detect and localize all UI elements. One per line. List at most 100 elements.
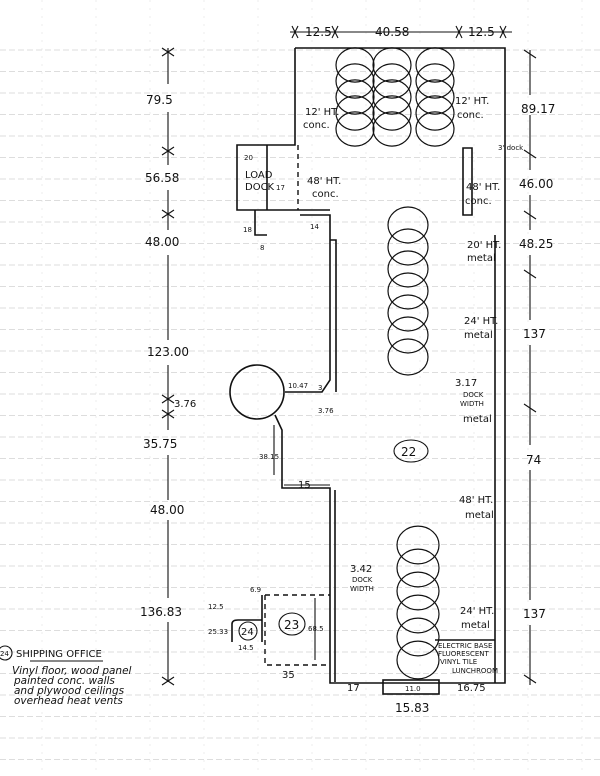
shipping-office-title: SHIPPING OFFICE	[16, 649, 102, 660]
conn-dim-b: 3	[318, 384, 322, 392]
load-dock-gap: 17	[276, 184, 285, 192]
label-metal48-1: 48' HT.	[459, 495, 493, 506]
tree-icon	[387, 316, 429, 354]
tree-icon	[387, 294, 429, 332]
label-metal24-1: 24' HT.	[464, 316, 498, 327]
tree-icon	[396, 525, 440, 565]
left-dim-5: 3.76	[174, 399, 196, 410]
tree-icon	[335, 95, 375, 131]
tree-icon	[415, 95, 455, 131]
tree-icon	[396, 617, 440, 657]
room-23-depth: 68.5	[308, 625, 324, 633]
tree-icon	[396, 571, 440, 611]
label-dock342-2: DOCK	[352, 576, 373, 584]
top-dimension: 12.5 40.58 12.5	[290, 25, 512, 39]
shipping-office-note-2: painted conc. walls	[13, 675, 115, 687]
left-dim-3: 48.00	[145, 235, 179, 249]
room-23-top: 6.9	[250, 586, 261, 594]
bottom-dim-left: 17	[347, 683, 360, 694]
top-dim-middle: 40.58	[375, 25, 409, 39]
label-mid-right-1: 48' HT.	[466, 182, 500, 193]
right-dim-137a: 137	[523, 327, 546, 341]
load-dock-offset: 14	[310, 223, 319, 231]
label-metal20-2: metal	[467, 253, 496, 264]
top-dim-left: 12.5	[305, 25, 332, 39]
tree-icon	[387, 206, 429, 244]
bottom-dimensions: 17 11.0 16.75 15.83	[347, 679, 486, 715]
right-dim-46: 46.00	[519, 177, 553, 191]
right-dim-89: 89.17	[521, 102, 555, 116]
tree-icon	[396, 640, 440, 680]
load-dock: 20 LOAD DOCK 17 18 8 14	[243, 154, 319, 252]
left-dim-7: 48.00	[150, 503, 184, 517]
right-dim-dock: 3' dock	[498, 144, 524, 152]
label-mid-left-1: 48' HT.	[307, 176, 341, 187]
load-dock-label-2: DOCK	[245, 182, 275, 193]
load-dock-stub: 8	[260, 244, 264, 252]
tree-icon	[335, 47, 375, 83]
room-24-number: 24	[241, 627, 254, 638]
load-dock-label-1: LOAD	[245, 170, 273, 181]
tree-icon	[387, 272, 429, 310]
conn-dim-d: 38.15	[259, 453, 279, 461]
tree-icon	[387, 250, 429, 288]
label-top-right-1: 12' HT.	[455, 96, 489, 107]
rooms: 22 23 68.5 6.9 35 24 12.5 25.33 14.5	[208, 439, 429, 681]
tree-icon	[396, 594, 440, 634]
right-dim-137b: 137	[523, 607, 546, 621]
label-metal24b-1: 24' HT.	[460, 606, 494, 617]
tree-icon	[372, 111, 412, 147]
lunchroom-note-2: FLUORESCENT	[438, 650, 489, 658]
load-dock-depth: 18	[243, 226, 252, 234]
tree-icon	[415, 47, 455, 83]
tree-icon	[387, 228, 429, 266]
right-dim-48: 48.25	[519, 237, 553, 251]
lunchroom-note-1: ELECTRIC BASE	[438, 642, 492, 650]
tree-clusters	[335, 47, 455, 680]
room-23-number: 23	[284, 618, 299, 632]
left-dimension-chain: 79.5 56.58 48.00 123.00 3.76 35.75 48.00…	[140, 47, 196, 686]
label-mid-right-2: conc.	[465, 196, 492, 207]
label-dock317-1: 3.17	[455, 378, 477, 389]
left-dim-8: 136.83	[140, 605, 182, 619]
tree-icon	[372, 63, 412, 99]
tree-icon	[335, 111, 375, 147]
tree-icon	[396, 548, 440, 588]
label-top-left-2: conc.	[303, 120, 330, 131]
conn-dim-c: 3.76	[318, 407, 334, 415]
shipping-office-note: 24 SHIPPING OFFICE Vinyl floor, wood pan…	[0, 645, 132, 707]
right-dimension-chain: 89.17 3' dock 46.00 48.25 137 74 137	[498, 49, 555, 685]
lunchroom-label: LUNCHROOM	[452, 667, 498, 675]
label-metal24-2: metal	[464, 330, 493, 341]
lunchroom-note-3: VINYL TILE	[440, 658, 477, 666]
label-dock342-1: 3.42	[350, 564, 372, 575]
tree-icon	[415, 63, 455, 99]
bottom-dim-total: 15.83	[395, 701, 429, 715]
conn-dim-a: 10.47	[288, 382, 308, 390]
conn-dim-e: 15	[298, 480, 311, 491]
label-metal20-1: 20' HT.	[467, 240, 501, 251]
tree-icon	[335, 63, 375, 99]
right-dim-74: 74	[526, 453, 541, 467]
label-top-right-2: conc.	[457, 110, 484, 121]
label-metal48-2: metal	[465, 510, 494, 521]
tree-icon	[415, 79, 455, 115]
tree-icon	[372, 47, 412, 83]
room-23-width: 35	[282, 670, 295, 681]
shipping-office-note-3: and plywood ceilings	[14, 685, 125, 697]
left-dim-2: 56.58	[145, 171, 179, 185]
room-22-number: 22	[401, 445, 416, 459]
tree-icon	[415, 111, 455, 147]
bottom-dim-right: 16.75	[457, 683, 486, 694]
label-dock317-4: metal	[463, 414, 492, 425]
load-dock-width: 20	[244, 154, 253, 162]
room-24-width: 14.5	[238, 644, 254, 652]
tree-icon	[335, 79, 375, 115]
left-dim-4: 123.00	[147, 345, 189, 359]
label-dock342-3: WIDTH	[350, 585, 374, 593]
shipping-office-note-1: Vinyl floor, wood panel	[12, 665, 132, 677]
top-dim-right: 12.5	[468, 25, 495, 39]
connector-dimensions: 10.47 3 3.76 38.15 15	[259, 382, 334, 491]
